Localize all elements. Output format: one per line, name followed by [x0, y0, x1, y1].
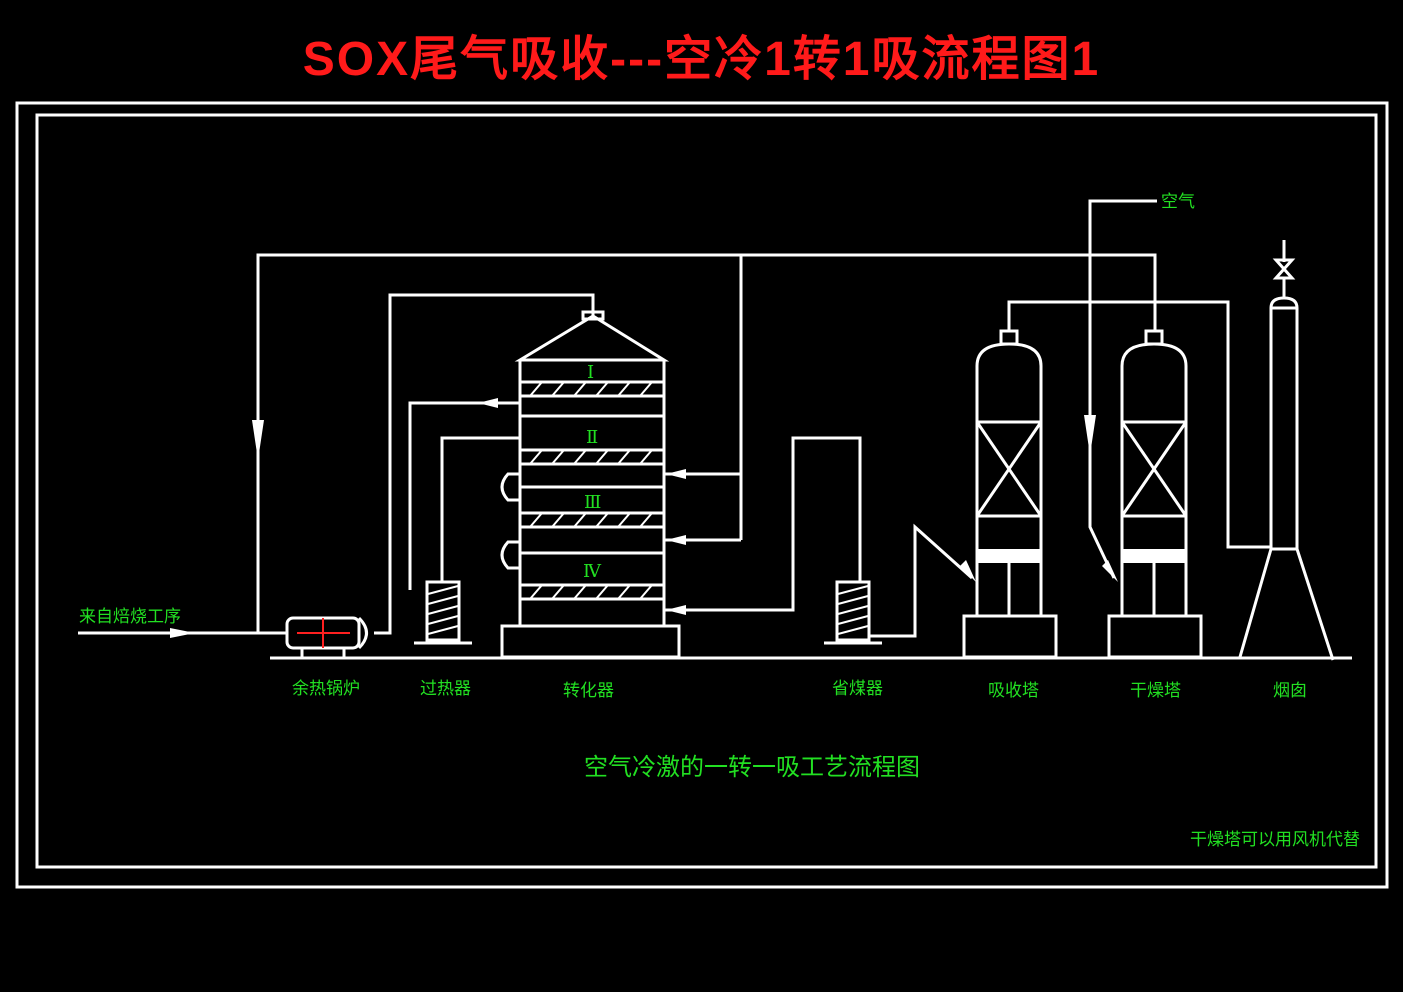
inlet-pipe	[78, 628, 286, 638]
absorber-label: 吸收塔	[988, 681, 1039, 701]
quench-air-pipes	[664, 469, 741, 545]
page-title: SOX尾气吸收---空冷1转1吸流程图1	[302, 33, 1101, 86]
converter-label: 转化器	[563, 681, 614, 701]
converter-stage-1: Ⅰ	[587, 362, 594, 383]
pipe-boiler-to-converter	[374, 293, 595, 635]
converter-shape	[500, 310, 681, 659]
chimney-label: 烟囱	[1273, 681, 1307, 701]
outer-frame	[15, 101, 1389, 889]
top-header-pipe	[252, 253, 1157, 633]
drying-tower-label: 干燥塔	[1130, 681, 1181, 701]
boiler-label: 余热锅炉	[292, 679, 360, 699]
converter-stage-4: Ⅳ	[583, 561, 602, 582]
inner-frame	[35, 113, 1378, 869]
economizer-shape	[664, 436, 976, 645]
superheater-label: 过热器	[420, 679, 471, 699]
boiler-shape	[285, 616, 368, 658]
air-label: 空气	[1161, 192, 1195, 212]
superheater-shape	[408, 398, 520, 645]
footnote: 干燥塔可以用风机代替	[1190, 830, 1360, 850]
converter-stage-2: Ⅱ	[586, 427, 598, 448]
air-inlet-pipe	[1084, 199, 1157, 582]
diagram-caption: 空气冷激的一转一吸工艺流程图	[584, 753, 920, 781]
drying-tower-shape	[1107, 329, 1203, 659]
absorber-shape	[962, 300, 1271, 659]
economizer-label: 省煤器	[832, 679, 883, 699]
converter-stage-3: Ⅲ	[584, 492, 601, 513]
inlet-label: 来自焙烧工序	[79, 607, 181, 627]
chimney-shape	[1238, 240, 1335, 661]
